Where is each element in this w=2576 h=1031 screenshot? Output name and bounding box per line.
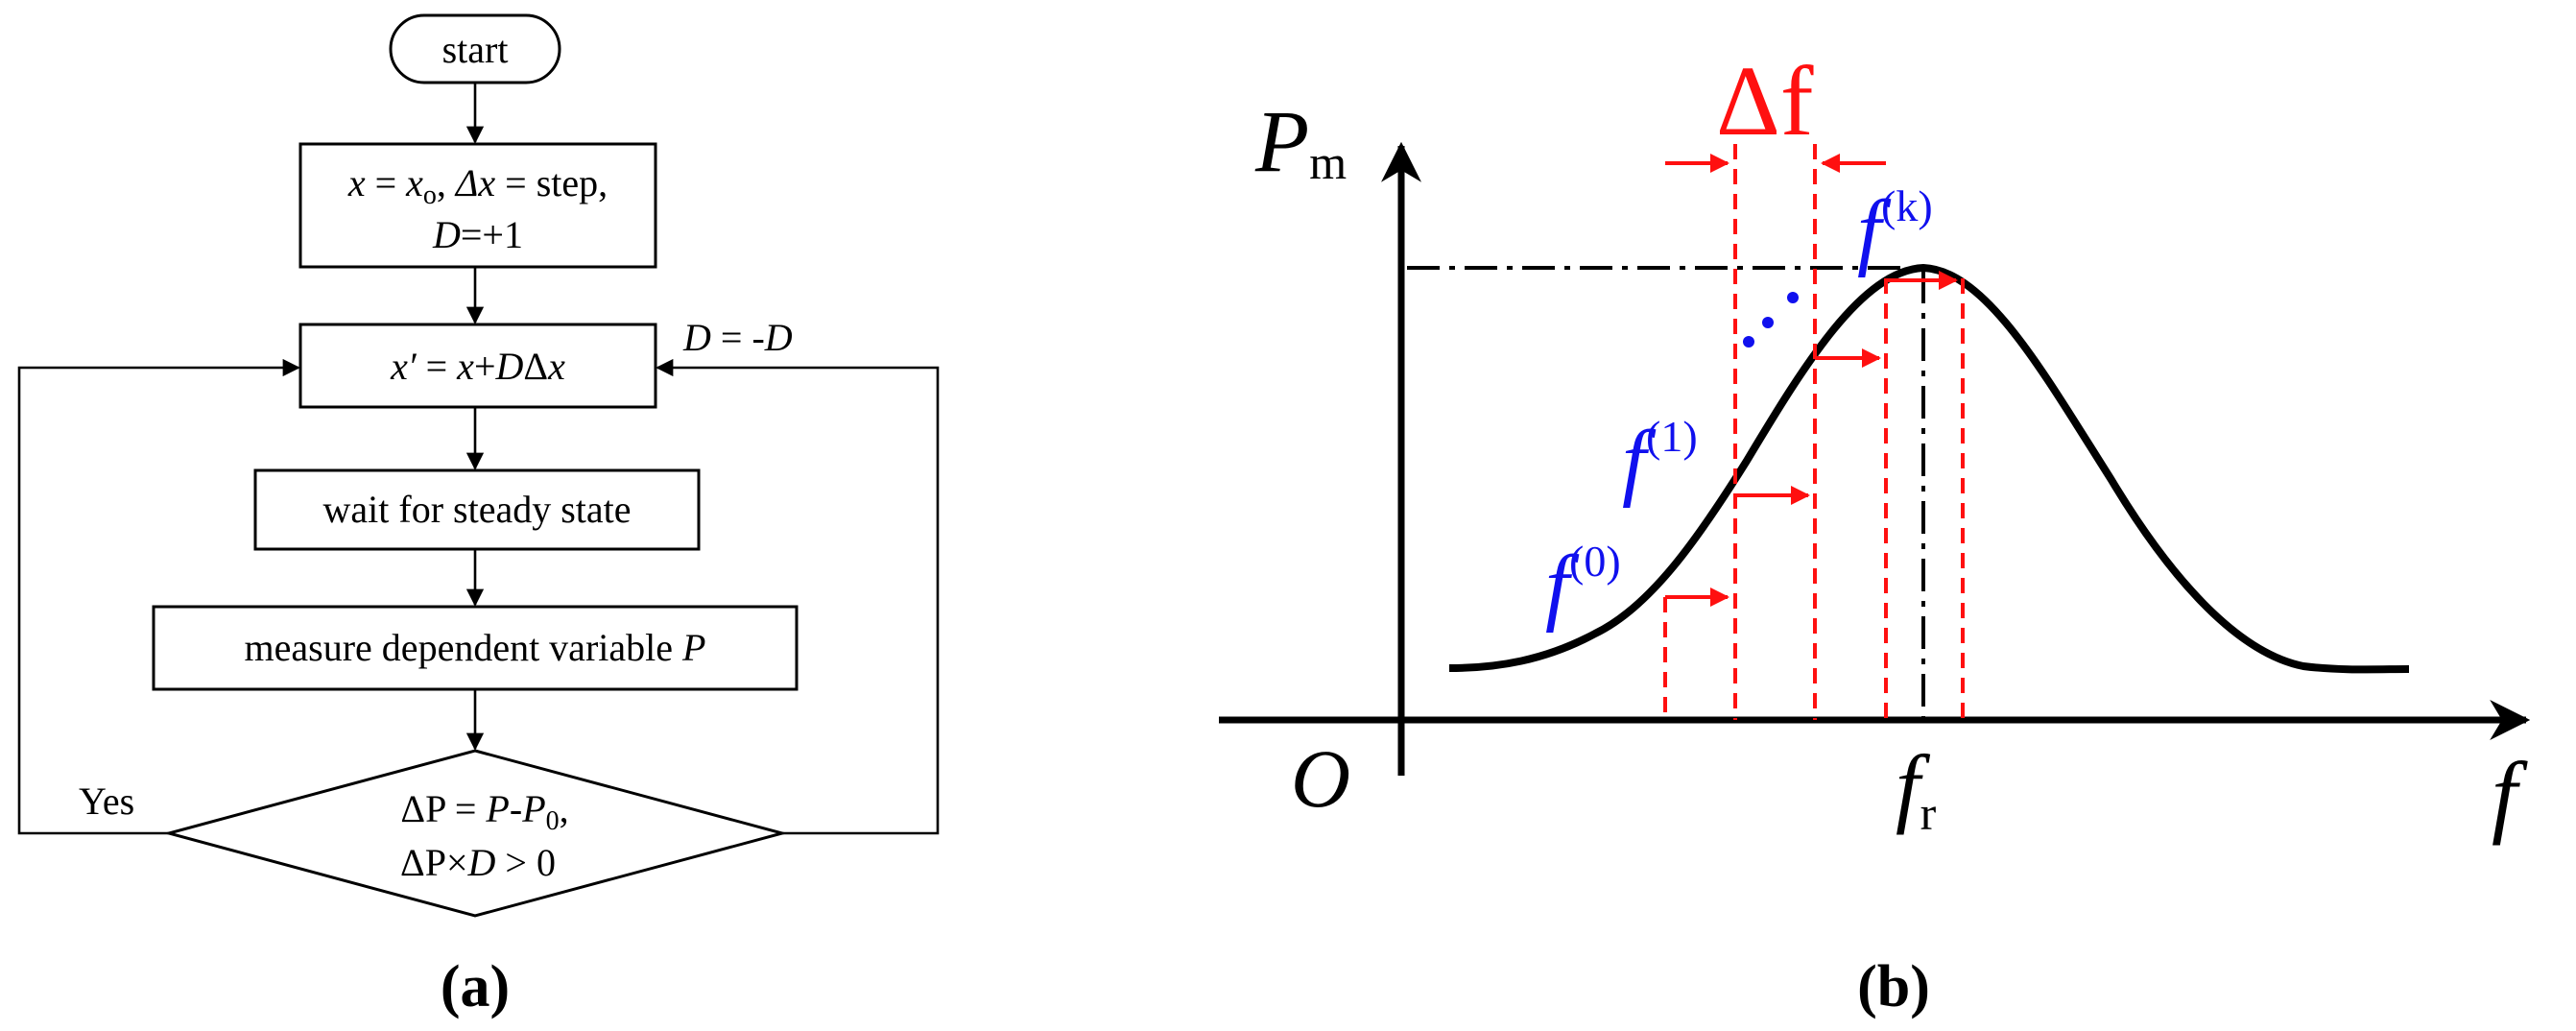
- measure-box: [152, 605, 799, 691]
- y-axis-label: Pm: [1254, 92, 1347, 190]
- iteration-dot: [1762, 317, 1774, 328]
- update-box: [298, 323, 657, 409]
- x-axis-label: f: [2492, 743, 2528, 846]
- wait-label: wait for steady state: [323, 488, 632, 531]
- no-loop-connector: [656, 358, 940, 835]
- flowchart-panel: start x = xo, Δx = step, D=+1 x′ = x+DΔx…: [17, 13, 940, 1019]
- wait-box: [253, 468, 701, 551]
- yes-loop-connector: [17, 358, 300, 835]
- origin-label: O: [1291, 732, 1350, 825]
- start-label: start: [442, 28, 509, 71]
- power-curve: [1448, 263, 2410, 674]
- init-line1: x = xo, Δx = step,: [347, 161, 608, 210]
- caption-a: (a): [441, 954, 510, 1019]
- negate-direction-label: D = -D: [682, 316, 793, 359]
- peak-frequency-label: fr: [1896, 737, 1937, 840]
- yes-label: Yes: [79, 779, 134, 823]
- iteration-0-label: f(0): [1545, 537, 1621, 634]
- init-box: [298, 142, 657, 269]
- iteration-k-label: f(k): [1857, 181, 1933, 278]
- init-line2: D=+1: [432, 213, 523, 256]
- decision-line2: ΔP×D > 0: [400, 841, 556, 884]
- decision-line1: ΔP = P-P0,: [400, 787, 568, 836]
- measure-label: measure dependent variable P: [245, 626, 706, 669]
- search-plot-panel: Pm O f fr Δf f(0) f(1) f(k) (b): [1219, 46, 2531, 1019]
- decision-diamond: [163, 749, 788, 918]
- update-formula: x′ = x+DΔx: [390, 345, 565, 388]
- iteration-dot: [1787, 292, 1799, 303]
- caption-b: (b): [1857, 954, 1930, 1019]
- delta-f-label: Δf: [1716, 46, 1814, 156]
- iteration-dot: [1743, 336, 1754, 348]
- iteration-1-label: f(1): [1622, 412, 1698, 509]
